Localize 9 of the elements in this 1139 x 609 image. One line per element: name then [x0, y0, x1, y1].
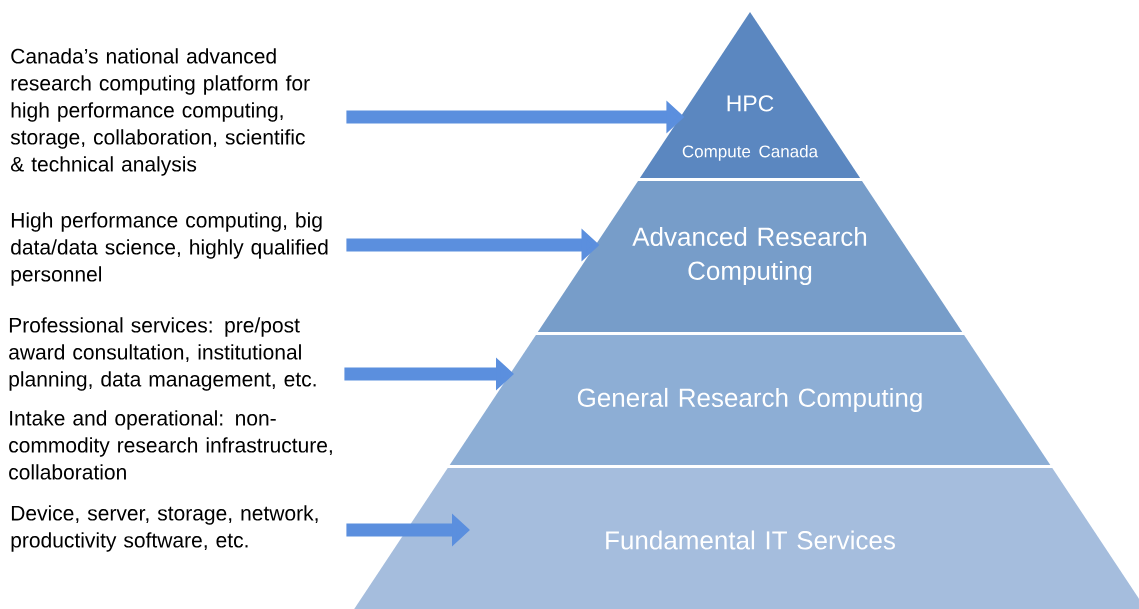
description-text: Intake and operational: non-commodity research infrastructure, collaboration [9, 410, 332, 480]
pyramid-layer: Advanced Research Computing [537, 181, 963, 332]
description-text: Canada’s national advanced research computing platform for high performance computing, storage, collaboration, scientific & technical analysis [10, 48, 310, 176]
description-text: Device, server, storage, network, productivity software, etc. [11, 505, 318, 552]
pyramid-layer: Fundamental IT Services [354, 468, 1139, 609]
description-text: High performance computing, big data/data science, highly qualified personnel [11, 212, 328, 286]
pyramid-layer: General Research Computing [449, 335, 1051, 465]
pyramid-layer: HPC Compute Canada [639, 12, 861, 178]
description-text: Professional services: pre/post award consultation, institutional planning, data management, etc. [9, 317, 316, 391]
